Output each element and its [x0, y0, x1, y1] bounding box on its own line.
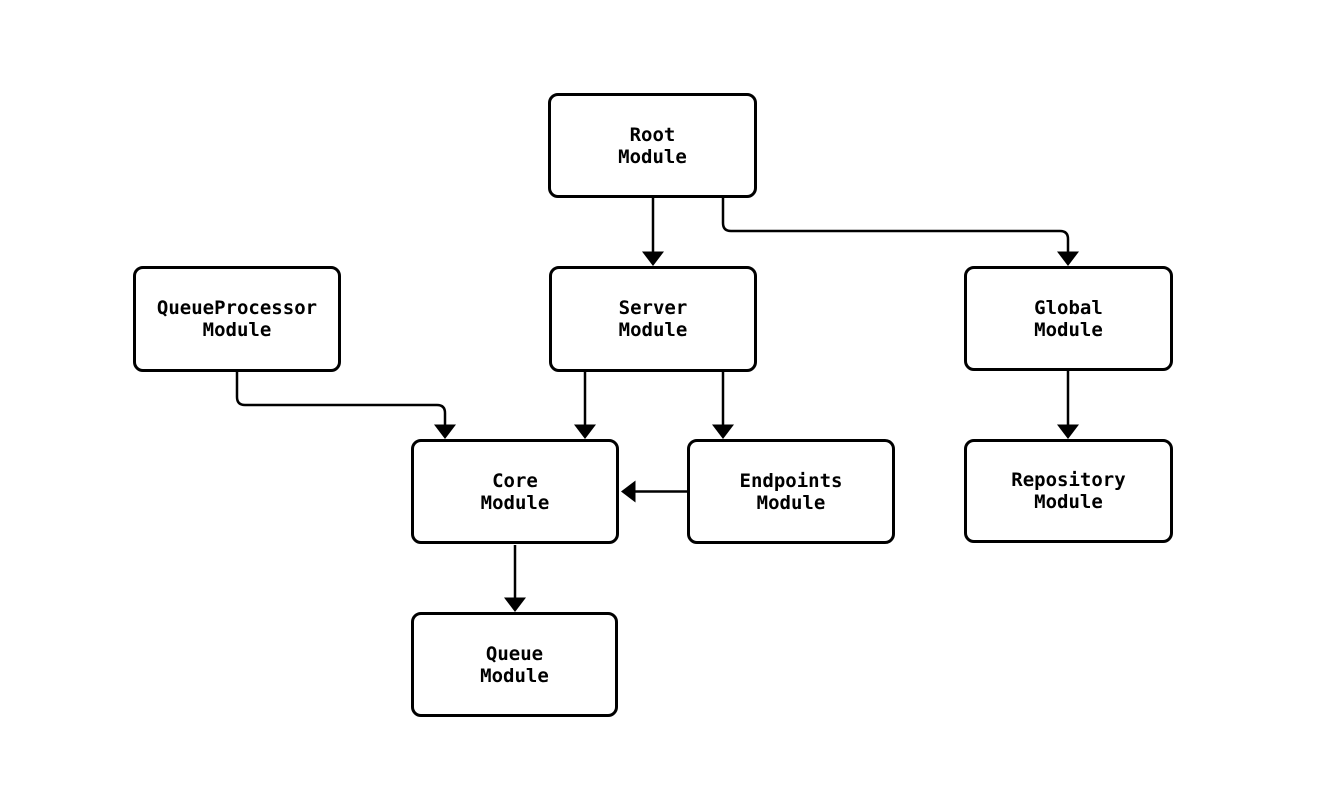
- node-server-module-label: Server Module: [618, 297, 688, 341]
- edge-root-to-global: [721, 198, 1079, 266]
- node-queue-module-label: Queue Module: [480, 642, 549, 687]
- edge-queueprocessor-to-core: [235, 372, 456, 439]
- edge-endpoints-to-core: [621, 480, 687, 503]
- edge-server-to-core: [574, 372, 596, 439]
- node-queue-module: Queue Module: [411, 612, 618, 717]
- edge-global-to-repository: [1057, 371, 1079, 439]
- node-server-module: Server Module: [549, 266, 757, 372]
- node-root-module: Root Module: [548, 93, 757, 198]
- node-core-module: Core Module: [411, 439, 619, 544]
- edge-core-to-queue: [504, 545, 526, 612]
- node-core-module-label: Core Module: [480, 469, 550, 514]
- node-global-module-label: Global Module: [1034, 296, 1103, 341]
- node-queueprocessor-module-label: QueueProcessor Module: [156, 297, 318, 341]
- node-queueprocessor-module: QueueProcessor Module: [133, 266, 341, 372]
- node-root-module-label: Root Module: [618, 123, 687, 168]
- edge-root-to-server: [642, 198, 664, 266]
- node-repository-module-label: Repository Module: [1011, 469, 1126, 513]
- node-repository-module: Repository Module: [964, 439, 1173, 543]
- edge-server-to-endpoints: [712, 372, 734, 439]
- node-endpoints-module: Endpoints Module: [687, 439, 895, 544]
- node-global-module: Global Module: [964, 266, 1173, 371]
- node-endpoints-module-label: Endpoints Module: [739, 469, 843, 514]
